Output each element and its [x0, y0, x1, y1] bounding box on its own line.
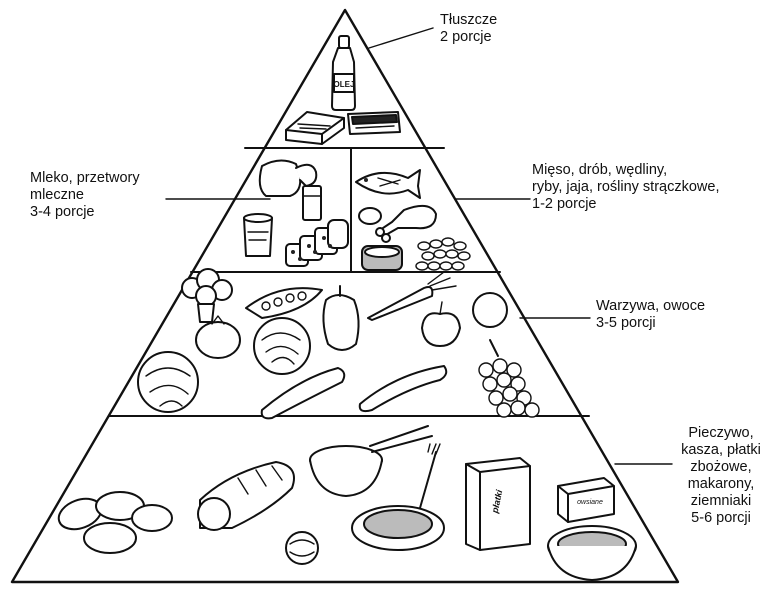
tier-label-fats-line-1: Tłuszcze [440, 12, 497, 29]
bun-icon [286, 532, 318, 564]
margarine-tub-icon [348, 112, 400, 134]
beans-icon [416, 238, 470, 270]
milk-glass-icon [303, 186, 321, 220]
yogurt-cup-icon [244, 214, 272, 256]
groats-box-label: owsiane [577, 499, 603, 506]
cucumber-icon [262, 368, 345, 418]
meat-can-icon [362, 246, 402, 270]
tier-label-fats-line-2: 2 porcje [440, 29, 497, 46]
cheese-slices-icon [286, 220, 348, 266]
butter-package-icon [286, 112, 344, 144]
tier-label-meat-line-3: 1-2 porcje [532, 196, 719, 213]
chicken-leg-icon [376, 206, 436, 242]
tier-label-grains-line-5: ziemniaki [676, 493, 766, 510]
groats-box-icon: owsiane [558, 478, 614, 522]
tier-label-vegetables-line-2: 3-5 porcji [596, 315, 705, 332]
rice-bowl-icon [310, 426, 432, 496]
tier-label-meat: Mięso, drób, wędliny, ryby, jaja, roślin… [532, 162, 719, 213]
potatoes-icon [55, 492, 172, 553]
pea-pod-icon [246, 288, 322, 318]
oil-bottle-icon: OLEJ [332, 36, 355, 110]
banana-icon [360, 366, 447, 411]
cereal-box-icon: płatki [466, 458, 530, 550]
fish-icon [356, 170, 420, 198]
bread-loaf-icon [198, 462, 294, 530]
tier-label-vegetables-line-1: Warzywa, owoce [596, 298, 705, 315]
tier-label-dairy: Mleko, przetwory mleczne 3-4 porcje [30, 170, 140, 221]
apple-icon [422, 302, 460, 346]
pepper-icon [323, 286, 358, 350]
orange-icon [473, 293, 507, 327]
tier-label-grains: Pieczywo, kasza, płatki zbożowe, makaron… [676, 425, 766, 527]
egg-icon [359, 208, 381, 224]
tier-label-grains-line-3: zbożowe, [676, 459, 766, 476]
tier-label-dairy-line-2: mleczne [30, 187, 140, 204]
tier-label-grains-line-1: Pieczywo, [676, 425, 766, 442]
lettuce-icon [254, 318, 310, 374]
soup-bowl-icon [548, 526, 636, 580]
tier-label-dairy-line-1: Mleko, przetwory [30, 170, 140, 187]
tier-label-grains-line-6: 5-6 porcji [676, 510, 766, 527]
tier-label-meat-line-2: ryby, jaja, rośliny strączkowe, [532, 179, 719, 196]
oil-bottle-label: OLEJ [334, 80, 355, 89]
grapes-icon [479, 340, 539, 417]
tier-label-meat-line-1: Mięso, drób, wędliny, [532, 162, 719, 179]
cabbage-icon [138, 352, 198, 412]
tier-label-dairy-line-3: 3-4 porcje [30, 204, 140, 221]
tier-label-vegetables: Warzywa, owoce 3-5 porcji [596, 298, 705, 332]
tier-label-fats: Tłuszcze 2 porcje [440, 12, 497, 46]
tier-label-grains-line-4: makarony, [676, 476, 766, 493]
leader-line-fats [369, 28, 433, 48]
tier-label-grains-line-2: kasza, płatki [676, 442, 766, 459]
